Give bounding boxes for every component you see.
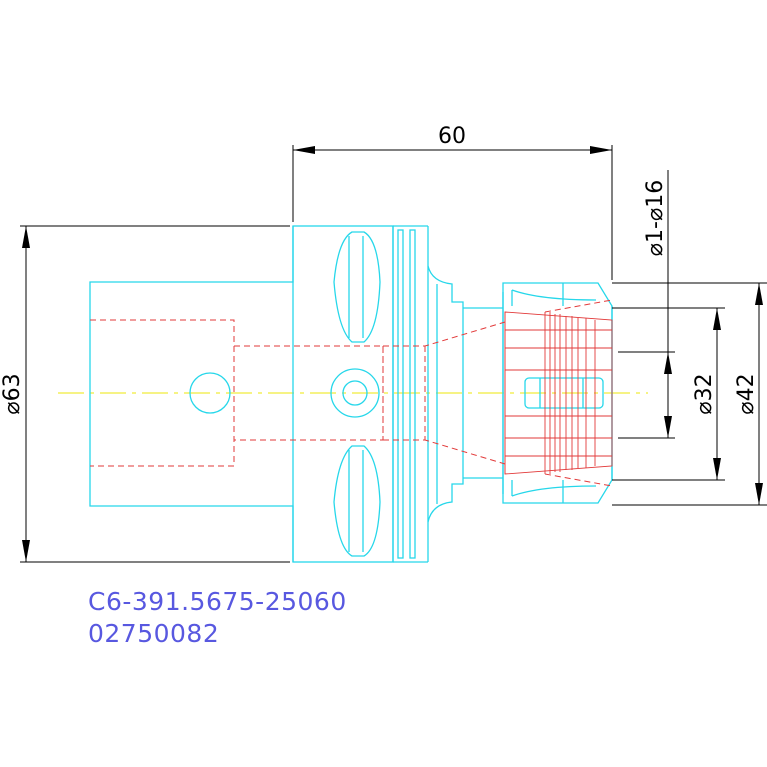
part-number: C6-391.5675-25060	[88, 587, 347, 616]
dim-length-label: 60	[438, 124, 466, 149]
taper-hole	[189, 372, 231, 414]
dim-d63-label: ⌀63	[0, 373, 25, 414]
flange-hole-outer	[330, 368, 380, 418]
nut-slot	[524, 377, 604, 409]
flange-groove-2	[409, 229, 416, 559]
dimension-lines	[20, 145, 767, 563]
flange-hole-inner	[342, 380, 368, 406]
drive-slot-bottom	[333, 445, 381, 557]
dim-d32-label: ⌀32	[692, 373, 717, 414]
flange-groove-1	[397, 229, 404, 559]
internal-hidden-lines	[90, 299, 613, 487]
neck-outline	[427, 265, 464, 523]
drive-slot-top	[333, 231, 381, 343]
dim-clamp-label: ⌀1-⌀16	[643, 180, 668, 256]
part-code: 02750082	[88, 619, 219, 648]
dim-d42-label: ⌀42	[734, 373, 759, 414]
